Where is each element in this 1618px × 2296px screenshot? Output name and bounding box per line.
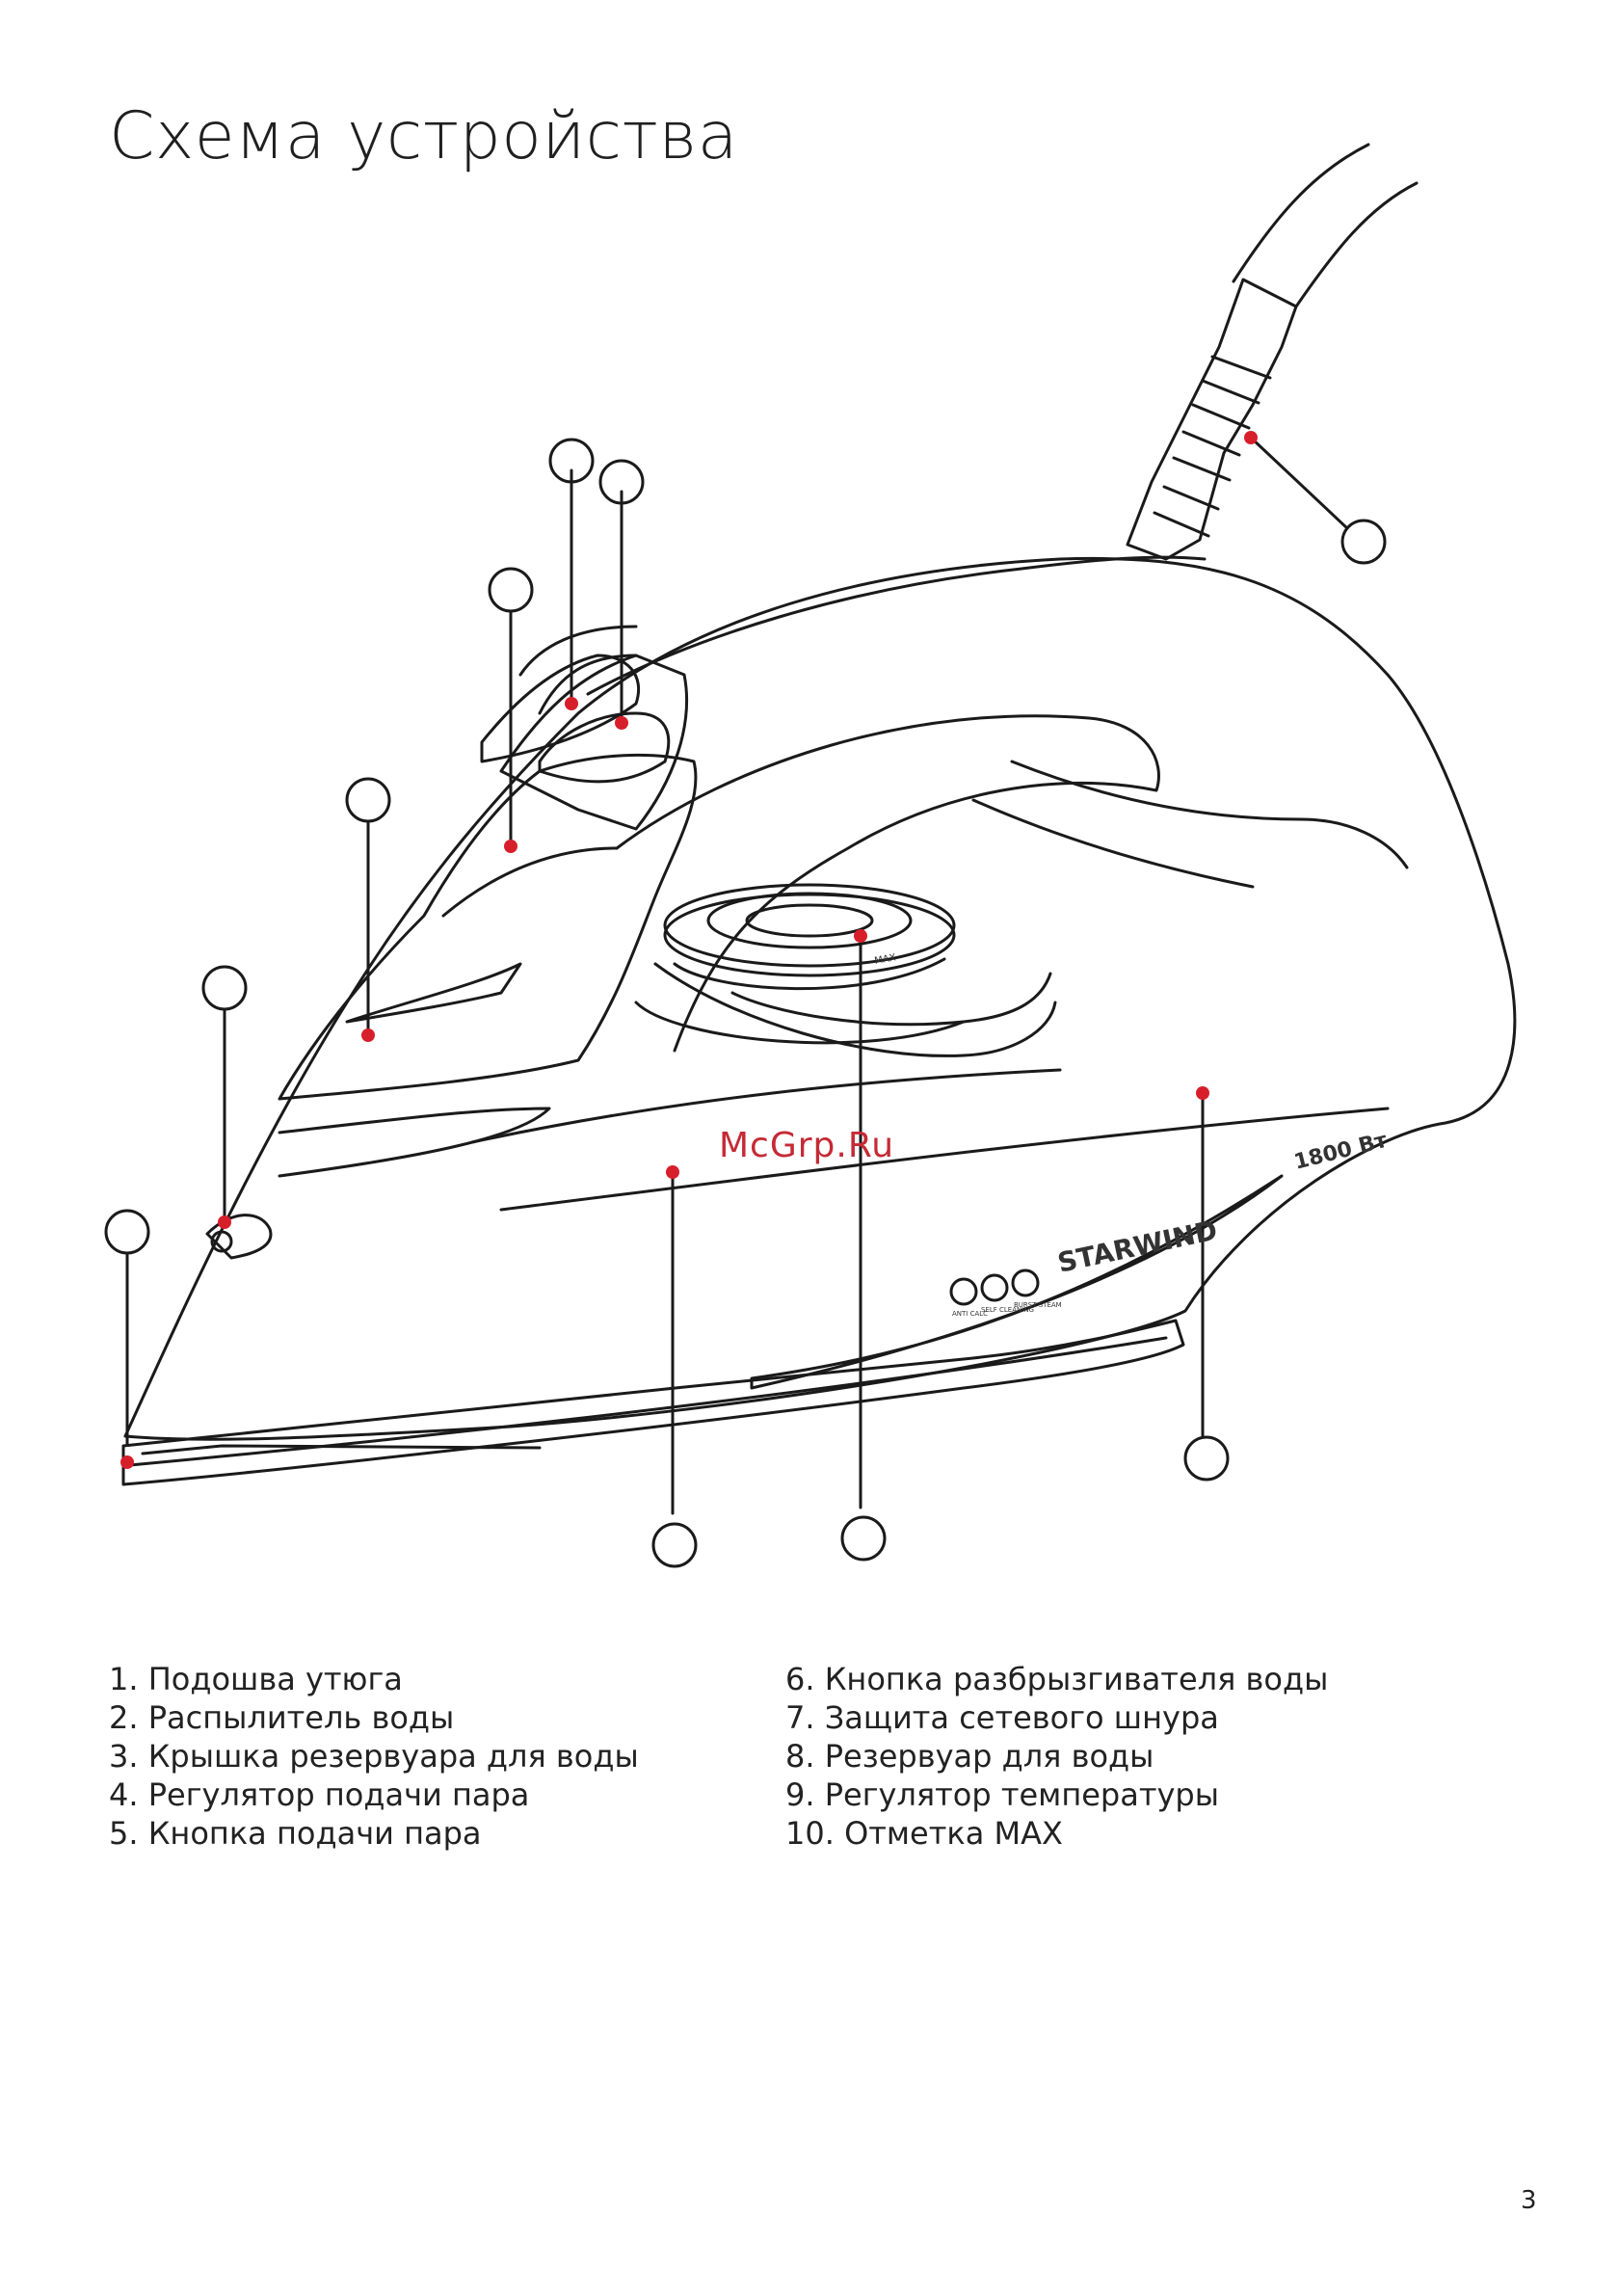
callout-circle-5 [548,438,595,484]
page-number: 3 [1521,2186,1537,2215]
legend-item: 3. Крышка резервуара для воды [109,1738,639,1775]
callout-circle-2 [201,965,248,1011]
spray-nozzle [205,1214,273,1260]
marker-steam-button [565,697,578,710]
dial-max-label: MAX [874,952,897,967]
callout-circle-7 [1340,519,1387,565]
legend-item: 2. Распылитель воды [109,1699,455,1736]
callout-circle-10 [1183,1435,1230,1482]
callout-circle-3 [345,777,391,823]
anti-calc-icon [949,1277,978,1306]
legend-right: 6. Кнопка разбрызгивателя воды 7. Защита… [785,1660,1328,1853]
power-cord [1232,143,1370,283]
legend-item: 4. Регулятор подачи пара [109,1776,530,1813]
power-label: 1800 Вт [1291,1129,1390,1175]
burst-steam-label: BURST STEAM [1014,1301,1062,1309]
marker-temperature-dial [854,929,867,943]
legend-item: 9. Регулятор температуры [785,1776,1219,1813]
marker-water-tank [666,1165,679,1179]
marker-steam-regulator [504,840,517,853]
callout-circle-9 [840,1515,887,1562]
marker-max-mark [1196,1086,1209,1100]
anti-calc-label: ANTI CALC [952,1310,988,1318]
cord-protector [1126,278,1298,561]
power-cord-edge [1294,181,1419,308]
legend-item: 6. Кнопка разбрызгивателя воды [785,1661,1329,1697]
soleplate [121,1319,1185,1486]
brand-label: STARWIND [1055,1215,1220,1279]
steam-regulator [538,711,671,784]
legend-item: 8. Резервуар для воды [785,1738,1154,1775]
page-title: Схема устройства [109,98,738,174]
legend-item: 7. Защита сетевого шнура [785,1699,1219,1736]
iron-body [123,556,1517,1441]
marker-soleplate [120,1455,134,1469]
steam-button [480,654,641,763]
burst-steam-icon [1011,1268,1040,1297]
marker-spray-button [615,716,628,730]
marker-cord-protector [1244,431,1258,444]
self-cleaning-label: SELF CLEANING [981,1306,1034,1314]
legend-item: 1. Подошва утюга [109,1661,403,1697]
legend-item: 10. Отметка MAX [785,1815,1063,1852]
water-tank-cap [278,753,698,1101]
callout-circle-1 [104,1209,150,1255]
watermark: McGrp.Ru [719,1126,895,1165]
top-buttons [518,625,638,677]
legend-left: 1. Подошва утюга 2. Распылитель воды 3. … [109,1660,639,1853]
marker-spray-nozzle [218,1215,231,1229]
callout-circle-4 [488,567,534,613]
callout-circle-6 [598,459,645,505]
legend-item: 5. Кнопка подачи пара [109,1815,482,1852]
callout-circle-8 [651,1522,698,1568]
handle [586,555,1207,696]
marker-water-tank-cap [361,1028,375,1042]
self-cleaning-icon [980,1273,1009,1302]
